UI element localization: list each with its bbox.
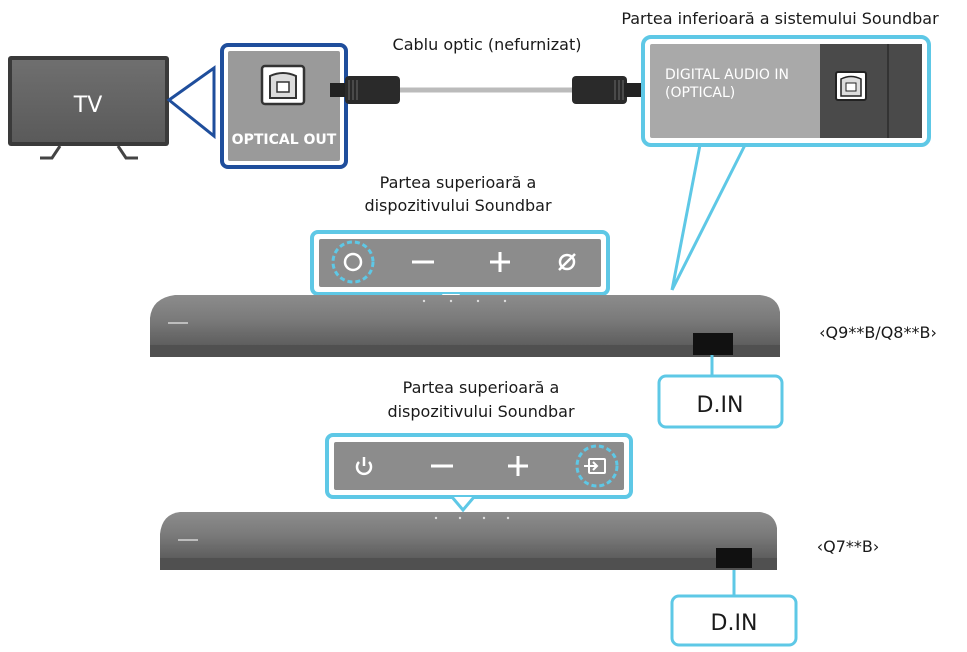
cable-label: Cablu optic (nefurnizat)	[393, 35, 582, 54]
top-panel-1-multi-function-icon[interactable]	[558, 253, 576, 271]
soundbar-bottom-title: Partea inferioară a sistemului Soundbar	[621, 9, 939, 28]
optical-in-port-icon	[835, 71, 867, 101]
soundbar-2-display-box	[670, 594, 798, 647]
soundbar-1	[150, 295, 780, 357]
optical-out-label: OPTICAL OUT	[232, 132, 337, 148]
top-panel-2-highlight	[575, 444, 619, 488]
soundbar-2	[160, 512, 777, 570]
top-panel-2-title-line2: dispozitivului Soundbar	[387, 402, 575, 421]
top-panel-2-source-icon[interactable]	[584, 458, 606, 474]
soundbar-1-display-box	[657, 374, 784, 429]
soundbar-2-model: ‹Q7**B›	[817, 537, 880, 556]
top-panel-1-title-line2: dispozitivului Soundbar	[364, 196, 552, 215]
tv-screen	[12, 60, 165, 142]
optical-cable	[330, 76, 646, 104]
soundbar-bottom-panel: DIGITAL AUDIO IN (OPTICAL)	[641, 35, 931, 147]
bottom-panel-callout	[670, 144, 747, 291]
top-panel-1-title-line1: Partea superioară a	[380, 173, 537, 192]
soundbar-1-display-text: D.IN	[697, 393, 744, 418]
top-panel-1-plus-icon[interactable]	[490, 252, 510, 272]
optical-port-icon	[260, 64, 306, 106]
top-panel-2-plus-icon[interactable]	[508, 456, 528, 476]
tv: TV	[8, 56, 169, 160]
soundbar-2-display-text: D.IN	[711, 611, 758, 636]
soundbar-1-display	[693, 333, 733, 355]
tv-stand	[40, 145, 138, 160]
tv-label: TV	[73, 93, 103, 118]
tv-callout-pointer	[166, 65, 216, 140]
top-panel-2-pointer	[450, 496, 476, 513]
soundbar-1-model: ‹Q9**B/Q8**B›	[819, 323, 937, 342]
optical-out-panel: OPTICAL OUT	[220, 43, 348, 169]
digital-audio-in-label: DIGITAL AUDIO IN	[665, 67, 789, 83]
soundbar-2-display	[716, 548, 752, 568]
top-panel-1-power-icon[interactable]	[343, 252, 363, 272]
top-panel-1-highlight	[331, 240, 375, 284]
top-panel-2-title-line1: Partea superioară a	[403, 378, 560, 397]
top-panel-1	[310, 230, 610, 296]
top-panel-2	[325, 433, 633, 499]
top-panel-2-power-icon[interactable]	[355, 457, 373, 476]
digital-audio-in-sub-label: (OPTICAL)	[665, 85, 735, 101]
